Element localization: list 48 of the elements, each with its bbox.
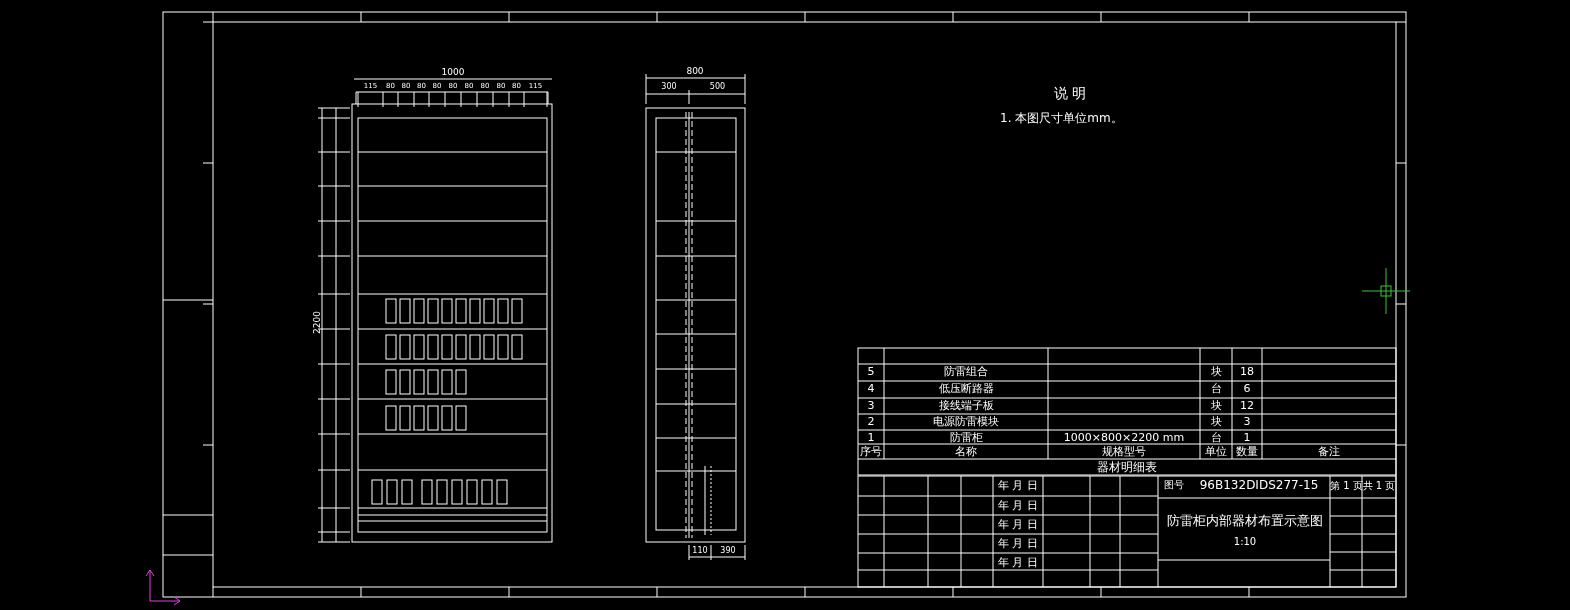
table-caption: 器材明细表	[1096, 461, 1158, 473]
table-header-text: 序号	[859, 446, 883, 457]
table-text: 接线端子板	[937, 400, 995, 411]
dimension-text: 390	[719, 547, 737, 555]
table-text: 12	[1239, 400, 1255, 411]
table-header-text: 单位	[1204, 446, 1228, 457]
table-text: 低压断路器	[937, 383, 995, 394]
table-text: 18	[1239, 366, 1255, 377]
drawing-title: 防雷柜内部器材布置示意图	[1166, 514, 1324, 527]
scale-text: 1:10	[1232, 537, 1258, 547]
dimension-text: 300	[660, 83, 678, 91]
dimension-text: 1000	[440, 68, 466, 77]
title-block-text: 第 1 页	[1330, 481, 1362, 491]
table-text: 1000×800×2200 mm	[1062, 432, 1186, 443]
table-text: 块	[1209, 416, 1223, 427]
dimension-text: 2200	[312, 311, 322, 334]
table-text: 台	[1209, 432, 1223, 443]
table-text: 3	[866, 400, 876, 411]
table-text: 块	[1209, 366, 1223, 377]
table-text: 防雷组合	[943, 366, 989, 377]
date-field-text: 年 月 日	[997, 480, 1039, 491]
note-text: 1. 本图尺寸单位mm。	[1000, 112, 1124, 124]
dimension-text: 800	[685, 67, 705, 76]
table-header-text: 规格型号	[1101, 446, 1147, 457]
table-text: 2	[866, 416, 876, 427]
table-text: 4	[866, 383, 876, 394]
table-text: 电源防雷模块	[932, 416, 1000, 427]
table-text: 5	[866, 366, 876, 377]
table-text: 6	[1242, 383, 1252, 394]
table-text: 3	[1242, 416, 1252, 427]
drawing-number: 96B132DIDS277-15	[1198, 479, 1320, 491]
table-header-text: 名称	[954, 446, 978, 457]
title-block-text: 图号	[1163, 480, 1185, 490]
table-text: 台	[1209, 383, 1223, 394]
title-block-text: 共 1 页	[1362, 481, 1396, 491]
date-field-text: 年 月 日	[997, 557, 1039, 568]
table-text: 1	[1242, 432, 1252, 443]
date-field-text: 年 月 日	[997, 519, 1039, 530]
table-text: 1	[866, 432, 876, 443]
date-field-text: 年 月 日	[997, 538, 1039, 549]
notes-heading: 说 明	[1052, 86, 1088, 100]
date-field-text: 年 月 日	[997, 500, 1039, 511]
dimension-text: 500	[708, 83, 727, 91]
table-header-text: 数量	[1235, 446, 1259, 457]
dimension-text: 110	[691, 547, 709, 555]
table-text: 块	[1209, 400, 1223, 411]
table-header-text: 备注	[1317, 446, 1341, 457]
table-text: 防雷柜	[948, 432, 984, 443]
